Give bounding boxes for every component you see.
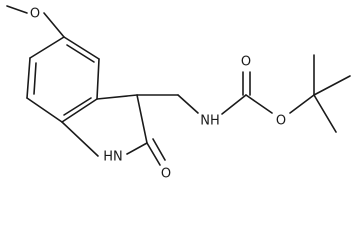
bond-c7-c6 xyxy=(26,57,31,99)
bond-nh-carbonyl xyxy=(221,94,247,115)
bond-ch2-nh xyxy=(177,94,199,114)
bond-c7-c6-inner xyxy=(33,62,37,95)
bond-carbonyl-o-ester xyxy=(245,94,273,114)
bond-c3a-c7a xyxy=(61,98,98,123)
atom-methoxy-oxygen: O xyxy=(30,7,40,22)
atom-ester-oxygen: O xyxy=(276,114,286,129)
bond-o-aryl xyxy=(43,12,65,38)
bond-c3-c2 xyxy=(136,94,148,144)
bond-c2-n1 xyxy=(126,142,148,155)
bond-o-tbu xyxy=(289,94,315,114)
bond-n1-c7a xyxy=(61,121,99,157)
atom-lactam-nh: HN xyxy=(103,150,123,165)
structure-canvas: O NH O O HN O xyxy=(6,5,351,182)
bond-c5-c4 xyxy=(63,36,100,60)
bond-methyl-o xyxy=(6,5,28,14)
bond-tbu-me-right xyxy=(313,75,351,96)
bond-c6-c5 xyxy=(29,36,65,59)
bond-c2-o xyxy=(146,142,161,166)
bond-c5-c4-inner xyxy=(66,44,95,63)
bond-c2-o-double xyxy=(152,138,166,161)
bond-c7a-c7 xyxy=(26,97,63,123)
atom-lactam-oxygen: O xyxy=(161,167,171,182)
atom-carbonyl-oxygen: O xyxy=(241,55,251,70)
bonds xyxy=(6,5,351,166)
bond-c3a-c7a-inner xyxy=(63,97,92,116)
molecule-drawing: O NH O O HN O xyxy=(6,5,351,182)
bond-c3a-c3 xyxy=(96,94,138,100)
bond-tbu-me-bottom xyxy=(313,94,337,133)
atom-carbamate-nh: NH xyxy=(200,114,220,129)
atom-labels: O NH O O HN O xyxy=(30,7,286,182)
bond-c4-c3a xyxy=(96,58,100,100)
